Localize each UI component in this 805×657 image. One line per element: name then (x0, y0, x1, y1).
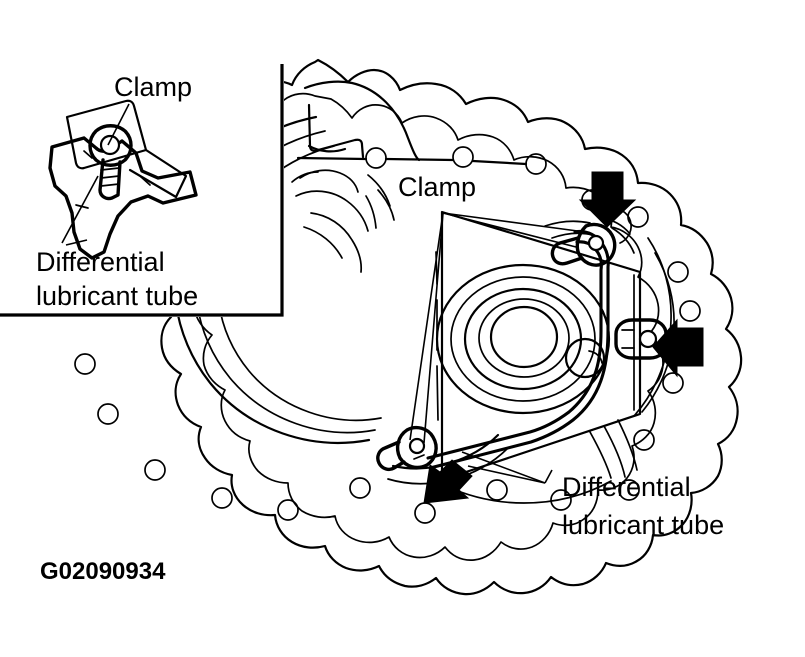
flange-bolt-holes (74, 146, 701, 524)
inset-tube-label-line1: Differential (36, 247, 165, 277)
inset-bolt-thread-2 (100, 175, 120, 179)
housing-parting-line-2 (384, 157, 455, 162)
carrier-face-outline (440, 210, 642, 482)
main-tube-label-line2: lubricant tube (562, 510, 724, 540)
bolt-hole (667, 261, 689, 283)
housing-detail-upper-right (544, 220, 591, 227)
inset-tube-leader-line-2 (61, 175, 99, 244)
inset-tube-label-line2: lubricant tube (36, 281, 198, 311)
tube-leader-line-3 (544, 469, 553, 484)
housing-rib-e (303, 226, 343, 259)
carrier-small-boss (564, 337, 606, 379)
clamp-leader-line-to-upper-2 (442, 212, 586, 233)
housing-rib-g (377, 189, 395, 221)
clamp-detail-inset-group: Clamp Differential lubricant tube (0, 0, 284, 317)
clamp-leader-line-to-lower-2 (409, 212, 444, 441)
inset-tube-leader-line (65, 239, 88, 246)
bolt-hole (618, 479, 640, 501)
clamp-lower-bolt-hole (408, 437, 426, 455)
housing-upper-boss (303, 80, 421, 162)
clamp-lower-body (395, 425, 438, 470)
housing-rib-d (310, 212, 363, 273)
inset-clamp-label: Clamp (114, 72, 192, 102)
bolt-hole (97, 403, 119, 425)
arrow-middle-right (652, 318, 704, 378)
main-clamp-label: Clamp (398, 172, 476, 202)
carrier-small-boss-notch (588, 350, 603, 364)
inset-tube-outline (48, 136, 198, 260)
clamp-upper-bolt-hole (587, 234, 605, 252)
bearing-ring-2 (450, 276, 596, 402)
inset-border (0, 64, 284, 317)
inset-clamp-bolt (98, 158, 122, 201)
lubricant-tube-path-inner (426, 240, 603, 460)
housing-upper-pocket (307, 103, 365, 159)
clamp-leader-line-to-upper (442, 212, 577, 248)
bearing-ring-3 (463, 287, 583, 391)
inset-bracket-plate-face (128, 148, 188, 199)
housing-rib-h (365, 195, 377, 229)
inset-clamp-leader-line (107, 103, 130, 146)
bolt-hole (365, 147, 387, 169)
arrow-upper-right (578, 171, 637, 228)
main-tube-label-line1: Differential (562, 472, 691, 502)
housing-rib-b (291, 171, 319, 183)
housing-rib-c (295, 190, 369, 232)
main-labels-group: Clamp Differential lubricant tube (398, 172, 724, 540)
bearing-ring-4 (478, 298, 570, 378)
tube-leader-line-1 (461, 451, 546, 484)
clamp-lower-bracket (376, 425, 438, 472)
bearing-ring-inner (489, 305, 559, 369)
inset-seam-2 (139, 175, 151, 186)
inset-clamp-ring-hole (99, 134, 121, 156)
bolt-hole (349, 477, 371, 499)
clamp-lower-tab (376, 440, 406, 472)
installation-arrows (423, 171, 704, 504)
clamp-leader-line-to-lower (423, 212, 444, 444)
tube-leader-line-2 (467, 465, 546, 484)
housing-body-arc-4 (603, 425, 626, 478)
bolt-hole (74, 353, 96, 375)
clamp-upper-body (575, 222, 617, 267)
differential-lubricant-tube-group (376, 222, 668, 472)
figure-code-label: G02090934 (40, 558, 166, 585)
housing-body-arc-3 (617, 419, 638, 471)
bolt-hole (211, 487, 233, 509)
bolt-hole (679, 300, 701, 322)
inset-background (0, 0, 284, 317)
bolt-hole (550, 489, 572, 511)
bolt-hole (486, 479, 508, 501)
bolt-hole (662, 372, 684, 394)
bolt-hole (144, 459, 166, 481)
housing-rib-f (367, 174, 391, 207)
clamp-upper-bracket (550, 222, 617, 267)
clamp-upper-tab (550, 236, 584, 266)
arrow-lower-left (423, 459, 473, 504)
housing-body-arc-5 (589, 431, 612, 479)
bolt-hole (452, 146, 474, 168)
bolt-hole (633, 429, 655, 451)
inset-bolt-thread-1 (100, 167, 120, 171)
housing-upper-pocket-edge (307, 144, 347, 153)
bolt-hole (414, 502, 436, 524)
clamp-middle-bolt-hole (638, 329, 658, 349)
carrier-left-wall-seg3 (436, 365, 439, 421)
bolt-hole (277, 499, 299, 521)
housing-parting-line-3 (471, 159, 528, 166)
inset-bolt-thread-3 (100, 183, 120, 187)
housing-body-arc-6 (445, 480, 612, 504)
housing-parting-line (296, 156, 368, 161)
clamp-lower-detail (413, 454, 425, 460)
inset-seam-1 (83, 150, 93, 159)
